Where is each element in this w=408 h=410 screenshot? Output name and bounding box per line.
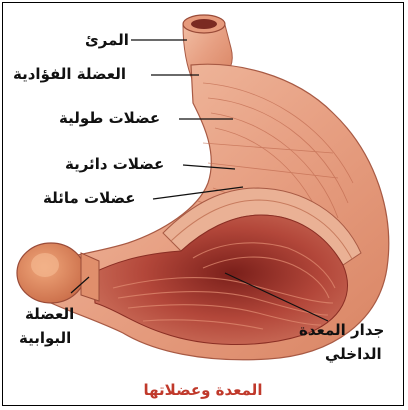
label-inner-wall-1: جدار المعدة [299,321,384,339]
label-esophagus: المرئ [85,31,129,49]
label-longitudinal-muscles: عضلات طولية [59,109,160,127]
label-cardiac-muscle: العضلة الفؤادية [13,65,126,83]
figure-caption: المعدة وعضلاتها [3,381,403,399]
label-pyloric-muscle-1: العضلة [25,305,74,323]
label-oblique-muscles: عضلات مائلة [43,189,135,207]
figure-frame: المرئ العضلة الفؤادية عضلات طولية عضلات … [2,2,404,406]
label-circular-muscles: عضلات دائرية [65,155,164,173]
label-pyloric-muscle-2: البوابية [19,329,71,347]
label-inner-wall-2: الداخلي [325,345,382,363]
